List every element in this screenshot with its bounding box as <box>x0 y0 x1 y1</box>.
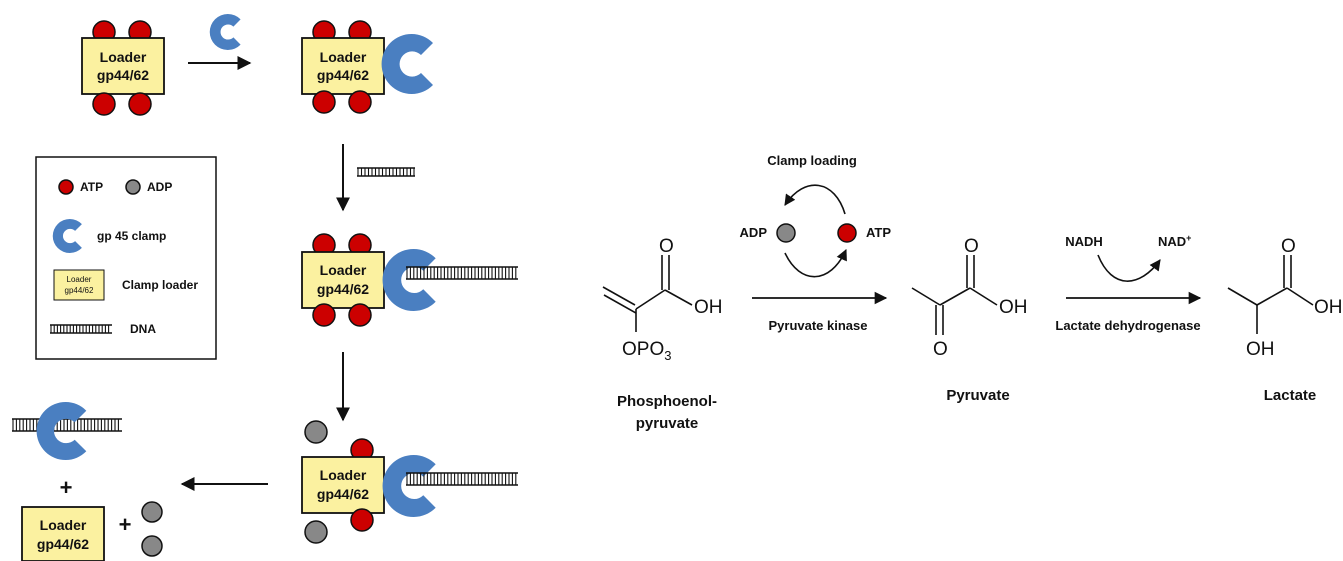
lactate-carbonyl-o: O <box>1281 236 1296 257</box>
lactate-structure <box>1227 255 1314 334</box>
loader-label: gp44/62 <box>37 536 89 552</box>
nadh-label: NADH <box>1065 234 1103 249</box>
atp-icon <box>348 90 372 114</box>
atp-icon <box>837 223 857 243</box>
loader-complex-2: Loader gp44/62 <box>301 20 433 114</box>
loader-box <box>301 251 385 309</box>
loader-label: Loader <box>320 262 367 278</box>
legend-dna-label: DNA <box>130 322 156 336</box>
pep-name: pyruvate <box>636 415 699 432</box>
clamp-icon <box>381 34 433 95</box>
loader-label: Loader <box>320 467 367 483</box>
phosphoenolpyruvate-structure <box>602 255 693 332</box>
cycle-atp-label: ATP <box>866 225 891 240</box>
loader-label: gp44/62 <box>317 281 369 297</box>
dna-icon <box>12 418 122 432</box>
arrow-icon <box>784 248 847 278</box>
clamp-icon <box>382 249 436 311</box>
loader-box <box>53 269 105 301</box>
loader-complex-1: Loader gp44/62 <box>81 20 165 116</box>
plus-sign: + <box>119 512 132 537</box>
adp-icon <box>776 223 796 243</box>
pyruvate-name: Pyruvate <box>946 387 1009 404</box>
lactate-name: Lactate <box>1264 387 1317 404</box>
nad-label: NAD+ <box>1158 233 1191 249</box>
loader-label: gp44/62 <box>97 67 149 83</box>
adp-icon <box>141 501 163 523</box>
adp-icon <box>304 520 328 544</box>
loader-label: gp44/62 <box>317 67 369 83</box>
pep-hydroxyl: OH <box>694 297 723 318</box>
pyruvate-kinase-label: Pyruvate kinase <box>768 318 867 333</box>
atp-icon <box>128 92 152 116</box>
pep-name: Phosphoenol- <box>617 393 717 410</box>
cycle-adp-label: ADP <box>740 225 768 240</box>
atp-regeneration-cycle: Clamp loading ADP ATP <box>740 153 891 278</box>
loader-box <box>301 456 385 514</box>
loader-label: Loader <box>100 49 147 65</box>
atp-icon <box>348 303 372 327</box>
atp-icon <box>350 508 374 532</box>
dna-icon <box>406 266 518 280</box>
pyruvate-structure <box>911 255 998 335</box>
pep-carbonyl-o: O <box>659 236 674 257</box>
cycle-title: Clamp loading <box>767 153 857 168</box>
legend-adp-label: ADP <box>147 180 172 194</box>
arrow-icon <box>1097 254 1161 282</box>
legend: ATP ADP gp 45 clamp Loader gp44/62 Clamp… <box>35 156 217 360</box>
adp-icon <box>304 420 328 444</box>
dna-icon <box>406 472 518 486</box>
loader-label: Loader <box>40 517 87 533</box>
pep-phosphate: OPO3 <box>622 339 671 363</box>
plus-sign: + <box>60 475 73 500</box>
arrow-icon <box>784 184 846 215</box>
legend-atp-label: ATP <box>80 180 103 194</box>
loader-box <box>301 37 385 95</box>
products: + Loader gp44/62 + <box>12 402 163 561</box>
pyruvate-carbonyl-o: O <box>964 236 979 257</box>
lactate-dehydrogenase-label: Lactate dehydrogenase <box>1055 318 1200 333</box>
atp-icon <box>92 92 116 116</box>
dna-icon <box>50 324 112 334</box>
clamp-icon <box>209 14 241 51</box>
legend-loader-label: Clamp loader <box>122 278 198 292</box>
loader-complex-4: Loader gp44/62 <box>301 420 518 544</box>
legend-clamp-label: gp 45 clamp <box>97 229 166 243</box>
loader-label: Loader <box>67 275 92 284</box>
clamp-icon <box>382 455 436 517</box>
pyruvate-hydroxyl: OH <box>999 297 1028 318</box>
pyruvate-keto-o: O <box>933 339 948 360</box>
loader-label: Loader <box>320 49 367 65</box>
atp-icon <box>312 303 336 327</box>
lactate-alcohol-hydroxyl: OH <box>1246 339 1275 360</box>
loader-complex-3: Loader gp44/62 <box>301 233 518 327</box>
dna-icon <box>357 167 415 177</box>
atp-icon <box>58 179 74 195</box>
adp-icon <box>125 179 141 195</box>
loader-box <box>21 506 105 561</box>
lactate-acid-hydroxyl: OH <box>1314 297 1343 318</box>
loader-label: gp44/62 <box>65 286 94 295</box>
atp-icon <box>312 90 336 114</box>
adp-icon <box>141 535 163 557</box>
loader-label: gp44/62 <box>317 486 369 502</box>
loader-box <box>81 37 165 95</box>
